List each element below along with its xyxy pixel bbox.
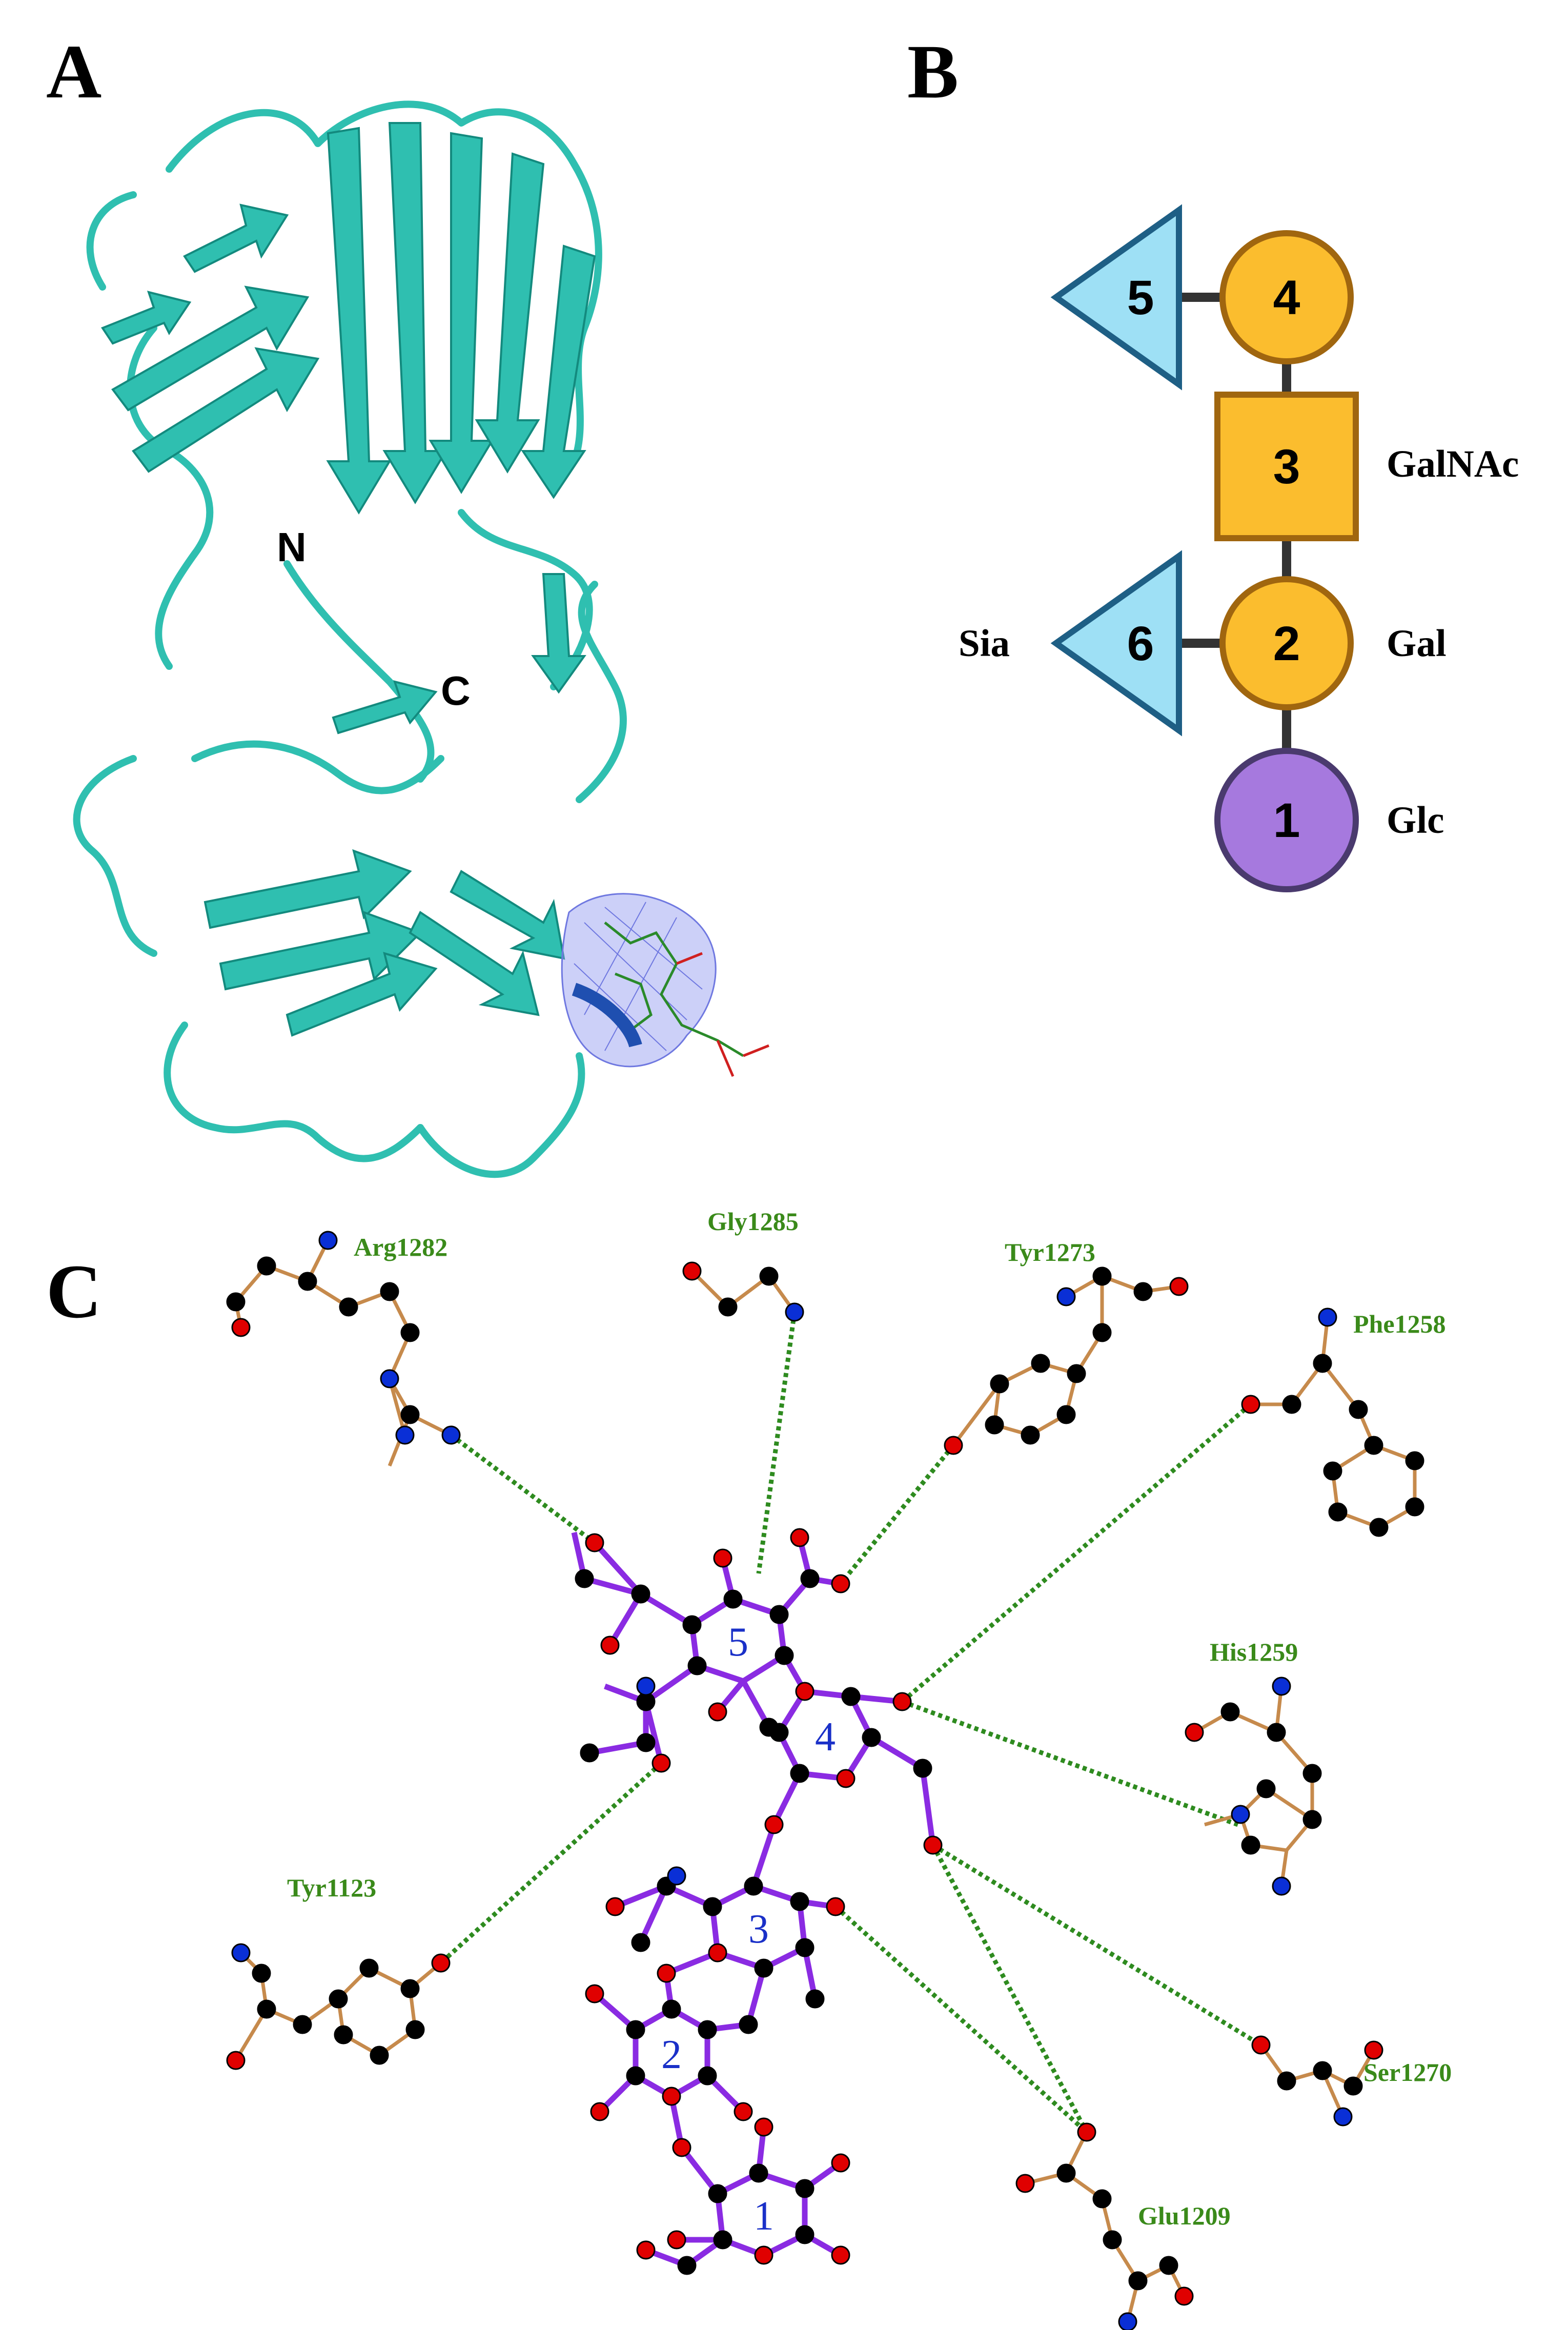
coil-loop xyxy=(191,740,444,794)
beta-strand xyxy=(326,127,392,515)
hydrogen-bonds xyxy=(439,1312,1262,2134)
glycan-residue-3: 3 GalNAc xyxy=(1214,392,1519,541)
hbond xyxy=(901,1699,1239,1827)
hbond xyxy=(439,1761,663,1965)
beta-strand xyxy=(183,203,289,273)
beta-strand xyxy=(521,244,596,499)
beta-strand xyxy=(429,132,494,494)
beta-strand xyxy=(332,680,438,734)
electron-density-mesh xyxy=(561,893,717,1068)
residue-label: Glu1209 xyxy=(1138,2201,1231,2230)
beta-strand xyxy=(111,285,310,412)
coil-loop xyxy=(164,1021,424,1162)
beta-strand xyxy=(203,849,412,929)
beta-strand xyxy=(382,122,448,504)
panel-c: C xyxy=(46,1207,1452,2330)
residue-label: His1259 xyxy=(1210,1638,1298,1666)
coil-loop xyxy=(166,100,578,173)
coil-loop xyxy=(417,1052,585,1178)
ring-label: 1 xyxy=(754,2194,774,2239)
carbon-atoms xyxy=(226,1256,1424,2291)
panel-a-letter: A xyxy=(46,29,101,114)
residue-label: Gly1285 xyxy=(707,1207,799,1236)
residue-bonds xyxy=(234,1239,1417,2322)
coil-loop xyxy=(458,509,593,690)
glycan-number: 4 xyxy=(1273,271,1300,325)
glycan-number: 2 xyxy=(1273,617,1300,671)
glycan-residue-1: 1 Glc xyxy=(1214,748,1444,892)
hbond xyxy=(931,1844,1089,2134)
ligand-sticks xyxy=(572,922,769,1077)
coil-loop xyxy=(86,191,137,291)
beta-strand xyxy=(450,870,565,960)
ring-labels: 5 4 3 2 1 xyxy=(661,1620,836,2239)
glycan-name: GalNAc xyxy=(1387,443,1519,485)
beta-strand xyxy=(100,291,192,345)
residue-label: Tyr1123 xyxy=(287,1873,376,1902)
panel-b-letter: B xyxy=(907,29,959,114)
n-terminus-label: N xyxy=(277,524,307,570)
glycan-number: 1 xyxy=(1273,793,1300,848)
coil-loop xyxy=(283,560,435,783)
residue-labels: Arg1282 Gly1285 Tyr1273 Phe1258 His1259 … xyxy=(287,1207,1452,2230)
oxygen-atoms xyxy=(226,1261,1383,2306)
beta-strand xyxy=(286,952,438,1037)
residue-label: Phe1258 xyxy=(1353,1310,1446,1338)
glycan-residue-6: 6 Sia xyxy=(959,550,1182,737)
glycan-residue-2: 2 Gal xyxy=(1219,576,1447,710)
atoms xyxy=(226,1231,1424,2330)
hbond xyxy=(756,1312,797,1574)
beta-strand xyxy=(475,152,545,474)
panel-a: A xyxy=(46,29,769,1178)
beta-strand xyxy=(531,573,586,694)
ring-label: 3 xyxy=(748,1907,769,1952)
nitrogen-atoms xyxy=(231,1231,1353,2330)
c-terminus-label: C xyxy=(441,668,471,713)
glycan-name: Glc xyxy=(1387,799,1444,842)
beta-strand xyxy=(219,910,422,991)
ligand-bonds xyxy=(571,1531,936,2268)
ring-label: 2 xyxy=(661,2032,682,2077)
hbond xyxy=(839,1444,955,1585)
residue-label: Arg1282 xyxy=(354,1233,447,1261)
glycan-name: Sia xyxy=(959,622,1010,665)
coil-loop xyxy=(571,160,602,465)
beta-strand xyxy=(409,911,540,1016)
glycan-number: 5 xyxy=(1127,271,1154,325)
residue-label: Ser1270 xyxy=(1363,2058,1452,2087)
glycan-name: Gal xyxy=(1387,622,1447,665)
residue-label: Tyr1273 xyxy=(1005,1238,1095,1266)
hbond xyxy=(450,1433,596,1545)
panel-c-letter: C xyxy=(46,1249,101,1334)
ring-label: 5 xyxy=(728,1620,748,1665)
coil-loop xyxy=(73,755,157,957)
ring-label: 4 xyxy=(815,1714,836,1760)
glycan-number: 3 xyxy=(1273,440,1300,494)
glycan-residue-4: 4 xyxy=(1219,230,1354,364)
glycan-residue-5: 5 xyxy=(1050,204,1182,391)
hbond xyxy=(833,1905,1089,2134)
glycan-number: 6 xyxy=(1127,617,1154,671)
protein-sheets xyxy=(100,122,596,1037)
beta-strand xyxy=(132,347,320,473)
glycan-links xyxy=(1179,293,1291,820)
coil-loop xyxy=(576,581,627,803)
panel-b: B 1 Glc 2 Gal 3 GalNAc 4 xyxy=(907,29,1519,892)
hbond xyxy=(931,1843,1262,2047)
